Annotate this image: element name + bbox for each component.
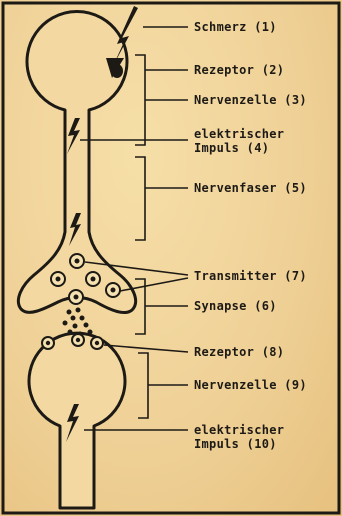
bracket-rezeptor-nervenzelle bbox=[135, 55, 145, 145]
bracket-nervenzelle-9 bbox=[138, 353, 148, 418]
label-nervenzelle-3: Nervenzelle (3) bbox=[194, 93, 307, 107]
label-rezeptor-2: Rezeptor (2) bbox=[194, 63, 284, 77]
lower-neuron-outline bbox=[29, 333, 125, 508]
bracket-nervenfaser bbox=[135, 157, 145, 240]
label-impuls-10-line2: Impuls (10) bbox=[194, 437, 277, 451]
label-rezeptor-8: Rezeptor (8) bbox=[194, 345, 284, 359]
label-synapse-6: Synapse (6) bbox=[194, 299, 277, 313]
label-schmerz: Schmerz (1) bbox=[194, 20, 277, 34]
label-impuls-4-line1: elektrischer bbox=[194, 127, 284, 141]
label-nervenzelle-9: Nervenzelle (9) bbox=[194, 378, 307, 392]
label-impuls-10-line1: elektrischer bbox=[194, 423, 284, 437]
label-transmitter-7: Transmitter (7) bbox=[194, 269, 307, 283]
receptor-2 bbox=[111, 64, 123, 78]
label-nervenfaser-5: Nervenfaser (5) bbox=[194, 181, 307, 195]
leader-rezeptor-8 bbox=[104, 345, 188, 352]
label-impuls-4-line2: Impuls (4) bbox=[194, 141, 269, 155]
